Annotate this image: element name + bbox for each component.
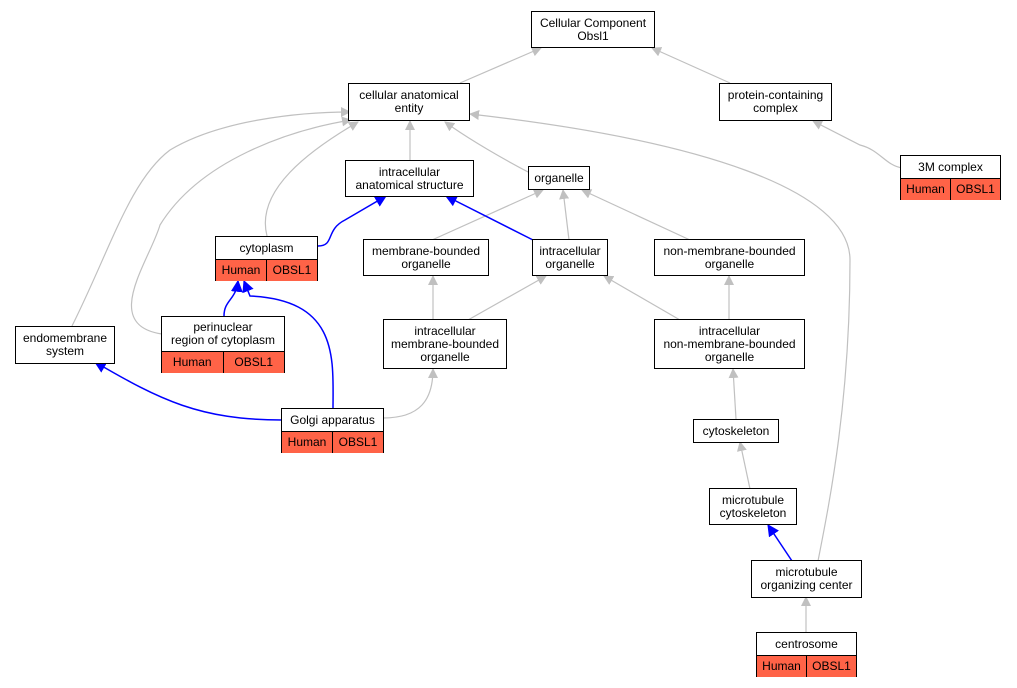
edge-prc-to-cytoplasm <box>223 279 243 317</box>
node-centrosome[interactable]: centrosome Human OBSL1 <box>756 632 857 677</box>
node-membrane-bounded-organelle[interactable]: membrane-bounded organelle <box>363 239 489 276</box>
node-label-line2: entity <box>394 101 424 115</box>
node-label-line2: membrane-bounded <box>390 336 500 351</box>
edge-cytoskeleton-to-inmbo <box>728 368 739 420</box>
edge-imbo-to-io <box>467 275 547 321</box>
node-golgi-apparatus[interactable]: Golgi apparatus Human OBSL1 <box>281 408 384 453</box>
species-tag: Human <box>906 182 945 196</box>
edge-mbo-to-organelle <box>431 189 544 241</box>
edge-inmbo-to-io <box>603 275 681 321</box>
edge-cae-to-root <box>459 46 542 84</box>
node-label-line1: perinuclear <box>193 320 253 334</box>
node-label-line1: cytoplasm <box>239 240 294 255</box>
node-microtubule-organizing-center[interactable]: microtubule organizing center <box>751 560 862 598</box>
edge-mtoc-to-mtc <box>767 524 793 562</box>
node-cytoskeleton[interactable]: cytoskeleton <box>693 419 779 443</box>
node-label-line1: Golgi apparatus <box>290 412 375 427</box>
node-label-line2: organelle <box>401 256 451 271</box>
node-label-line2: organelle <box>704 256 755 271</box>
gene-tag: OBSL1 <box>332 432 383 453</box>
edge-3m-to-pcc <box>812 120 903 169</box>
species-tag: Human <box>762 659 801 673</box>
node-label-line1: Cellular Component <box>539 15 647 30</box>
node-intracellular-membrane-bounded-organelle[interactable]: intracellular membrane-bounded organelle <box>383 319 507 369</box>
gene-tag: OBSL1 <box>266 260 317 281</box>
edge-cytoplasm-to-cae <box>264 121 359 237</box>
node-intracellular-organelle[interactable]: intracellular organelle <box>532 239 608 276</box>
node-label-line2: system <box>45 344 84 358</box>
species-tag: Human <box>287 435 327 449</box>
node-label-line2: anatomical structure <box>355 177 464 192</box>
node-intracellular-non-membrane-bounded-organelle[interactable]: intracellular non-membrane-bounded organ… <box>654 319 805 369</box>
edge-mtc-to-cytoskeleton <box>736 441 751 490</box>
edge-prc-to-cae <box>130 116 352 335</box>
gene-tag: OBSL1 <box>222 352 285 373</box>
edge-io-to-organelle <box>559 189 570 241</box>
node-label-line1: non-membrane-bounded <box>663 243 796 258</box>
node-label-line1: organelle <box>534 170 584 185</box>
gene-tag: OBSL1 <box>950 179 1000 200</box>
node-cytoplasm[interactable]: cytoplasm Human OBSL1 <box>215 236 318 281</box>
node-cellular-anatomical-entity[interactable]: cellular anatomical entity <box>348 83 470 121</box>
node-intracellular-anatomical-structure[interactable]: intracellular anatomical structure <box>345 160 474 197</box>
node-label-line1: centrosome <box>775 636 838 651</box>
node-label-line1: cytoskeleton <box>702 423 770 438</box>
node-label-line1: cellular anatomical <box>359 88 459 102</box>
edge-io-to-ias <box>444 195 534 241</box>
edge-golgi-to-ems <box>93 361 283 421</box>
node-label-line2: organelle <box>545 256 595 271</box>
node-label-line3: organelle <box>704 349 755 364</box>
node-label-line3: organelle <box>420 349 470 364</box>
edge-ems-to-cae <box>71 107 351 327</box>
gene-tag: OBSL1 <box>806 656 856 677</box>
node-label-line2: complex <box>753 101 798 115</box>
node-label-line1: intracellular <box>698 323 761 338</box>
node-label-line1: intracellular <box>414 323 476 338</box>
node-microtubule-cytoskeleton[interactable]: microtubule cytoskeleton <box>709 488 797 525</box>
species-tag: Human <box>221 263 261 277</box>
edge-nmbo-to-organelle <box>581 189 691 241</box>
node-protein-containing-complex[interactable]: protein-containing complex <box>719 83 832 121</box>
edge-mtoc-to-cae <box>469 110 851 562</box>
node-label-line2: organizing center <box>760 578 853 592</box>
node-label-line2: cytoskeleton <box>719 505 787 520</box>
node-organelle[interactable]: organelle <box>528 166 590 190</box>
node-perinuclear-region-of-cytoplasm[interactable]: perinuclear region of cytoplasm Human OB… <box>161 316 285 373</box>
node-endomembrane-system[interactable]: endomembrane system <box>15 326 115 364</box>
node-label-line1: protein-containing <box>727 88 824 102</box>
edge-pcc-to-root <box>651 47 731 84</box>
edge-golgi-to-imbo <box>382 368 438 419</box>
node-label-line1: 3M complex <box>918 159 983 174</box>
node-cellular-component-root[interactable]: Cellular Component Obsl1 <box>531 11 655 48</box>
node-label-line2: Obsl1 <box>577 28 609 43</box>
node-label-line1: intracellular <box>539 243 601 258</box>
node-label-line1: membrane-bounded <box>371 243 481 258</box>
node-label-line1: endomembrane <box>22 331 108 345</box>
node-non-membrane-bounded-organelle[interactable]: non-membrane-bounded organelle <box>654 239 805 276</box>
edge-cytoplasm-to-ias <box>317 195 388 247</box>
node-3m-complex[interactable]: 3M complex Human OBSL1 <box>900 155 1001 200</box>
edge-golgi-to-cytoplasm <box>242 279 334 411</box>
node-label-line1: microtubule <box>721 492 785 507</box>
node-label-line2: region of cytoplasm <box>170 333 276 347</box>
edge-organelle-to-cae <box>444 121 531 174</box>
species-tag: Human <box>172 355 212 369</box>
node-label-line2: non-membrane-bounded <box>663 336 796 351</box>
node-label-line1: intracellular <box>378 164 441 179</box>
node-label-line1: microtubule <box>775 565 838 579</box>
